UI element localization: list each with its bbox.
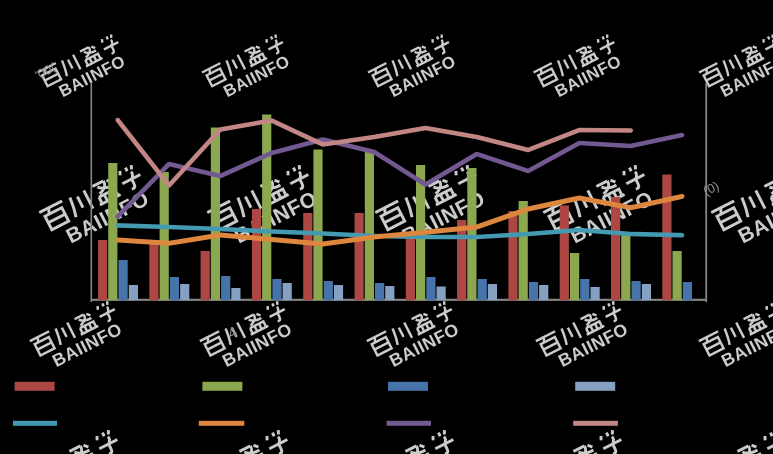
- svg-text:(0): (0): [701, 178, 722, 199]
